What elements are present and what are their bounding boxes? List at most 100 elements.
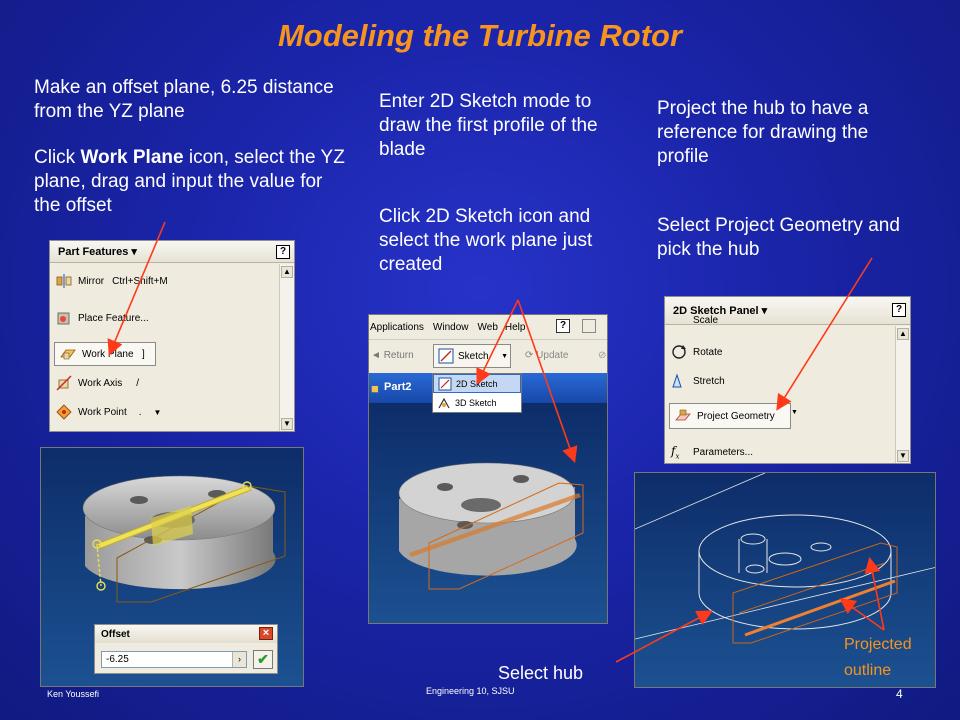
work-plane-handle[interactable]: [92, 539, 102, 549]
sketch-label: Sketch: [458, 350, 489, 362]
projected-outline-label: Projected outline: [844, 636, 912, 679]
col3-instruction-1: Project the hub to have a reference for …: [657, 98, 869, 167]
arrow-to-work-plane: [107, 221, 166, 356]
project-geometry-icon: [675, 408, 691, 424]
stretch-label: Stretch: [693, 375, 725, 387]
work-axis-shortcut: /: [136, 377, 140, 389]
work-plane-handle[interactable]: [242, 481, 252, 491]
part-features-item-place-feature[interactable]: Place Feature...: [56, 307, 149, 329]
toolbar-overflow-icon[interactable]: ⊘: [598, 350, 607, 361]
sketch-panel-item-parameters[interactable]: fx Parameters...: [671, 441, 753, 463]
sketch-icon: [438, 348, 454, 364]
arrow-to-projected-outline-2: [839, 598, 885, 631]
dropdown-item-3d-sketch[interactable]: 3D Sketch: [433, 393, 521, 412]
sketch-panel-help-button[interactable]: ?: [892, 303, 906, 317]
projected-viewport[interactable]: [634, 472, 936, 688]
parameters-label: Parameters...: [693, 446, 754, 458]
parameters-icon: fx: [671, 444, 680, 461]
part-features-help-button[interactable]: ?: [276, 245, 290, 259]
work-plane-handle[interactable]: [96, 581, 106, 591]
offset-value-input[interactable]: -6.25: [101, 651, 247, 668]
work-plane-outline: [116, 485, 286, 603]
toolbar-box-icon[interactable]: [582, 319, 596, 333]
part-features-item-work-axis[interactable]: Work Axis /: [56, 372, 139, 394]
footer-course: Engineering 10, SJSU: [426, 686, 515, 696]
2d-sketch-icon: [438, 377, 452, 390]
menu-web[interactable]: Web: [477, 321, 498, 333]
offset-dialog-titlebar: Offset ×: [95, 625, 277, 643]
scroll-up-icon[interactable]: ▲: [281, 266, 293, 278]
part-features-panel: Part Features ▾ ? ▲ ▼ Mirror Ctrl+Shift+…: [49, 240, 295, 432]
part-features-title: Part Features ▾: [58, 246, 137, 258]
menu-bar: Applications Window Web Help ?: [369, 315, 607, 339]
col2-instruction-2: Click 2D Sketch icon and select the work…: [379, 206, 593, 275]
col1-instruction-2: Click Work Plane icon, select the YZ pla…: [34, 146, 354, 218]
update-label: Update: [536, 350, 569, 361]
arrow-to-2d-sketch: [476, 299, 519, 385]
select-hub-label: Select hub: [498, 663, 584, 683]
slide-title: Modeling the Turbine Rotor: [277, 18, 683, 53]
scroll-down-icon[interactable]: ▼: [897, 450, 909, 462]
return-button[interactable]: ◄ Return: [371, 350, 414, 361]
project-geometry-label: Project Geometry: [697, 410, 775, 422]
update-button[interactable]: ⟳ Update: [525, 350, 569, 361]
arrow-to-project-geometry: [776, 257, 873, 411]
rotor-wireframe-drawing: [635, 473, 935, 644]
work-plane-drag-line: [96, 543, 102, 587]
chevron-right-icon[interactable]: ›: [232, 652, 246, 667]
close-icon[interactable]: ×: [259, 627, 273, 640]
mirror-label: Mirror: [78, 275, 105, 287]
menu-help[interactable]: Help: [504, 321, 526, 333]
work-plane-icon: [60, 346, 76, 362]
rotate-icon: [671, 344, 687, 360]
menu-applications[interactable]: Applications: [370, 321, 424, 333]
scale-label: Scale: [693, 314, 719, 326]
col3-instruction-2: Select Project Geometry and pick the hub: [657, 215, 900, 260]
sketch-button[interactable]: Sketch ▼: [433, 344, 511, 368]
col1-text2-pre: Click: [34, 147, 81, 168]
work-point-icon: [56, 404, 72, 420]
rotor-sketch-drawing: [398, 462, 584, 590]
page-number: 4: [896, 687, 903, 701]
work-point-dropdown-icon[interactable]: ▼: [153, 407, 162, 417]
stretch-icon: [671, 373, 687, 389]
sketch-panel-title: 2D Sketch Panel ▾: [673, 305, 768, 317]
part-icon: ■: [371, 381, 379, 396]
sketch-panel-item-scale[interactable]: Scale: [671, 312, 718, 328]
3d-sketch-icon: [438, 397, 450, 408]
work-plane-shortcut: ]: [142, 349, 145, 360]
work-axis-icon: [56, 375, 72, 391]
mirror-icon: [56, 273, 72, 289]
part-features-item-work-point[interactable]: Work Point . ▼: [56, 401, 161, 423]
rotor-hole: [130, 496, 148, 504]
scroll-down-icon[interactable]: ▼: [281, 418, 293, 430]
dropdown-3d-sketch-label: 3D Sketch: [455, 397, 497, 408]
ok-check-button[interactable]: ✔: [253, 650, 273, 669]
sketch-panel-item-project-geometry[interactable]: Project Geometry: [669, 403, 791, 429]
arrow-to-hub: [615, 610, 713, 663]
col2-instruction-1: Enter 2D Sketch mode to draw the first p…: [379, 91, 598, 160]
sketch-panel-header[interactable]: 2D Sketch Panel ▾ ?: [665, 297, 910, 325]
rotor-top: [82, 475, 276, 541]
arrow-to-work-plane-sketch: [517, 299, 578, 464]
sketch-panel: 2D Sketch Panel ▾ ? ▲ ▼ Scale Rotate Str…: [664, 296, 911, 464]
menu-window[interactable]: Window: [432, 321, 469, 333]
sketch-panel-item-rotate[interactable]: Rotate: [671, 341, 722, 363]
col1-text2-post: icon, select the YZ plane, drag and inpu…: [34, 147, 345, 216]
project-geometry-dropdown-icon[interactable]: ▼: [791, 409, 798, 416]
scroll-up-icon[interactable]: ▲: [897, 328, 909, 340]
part-tab-label[interactable]: Part2: [384, 381, 412, 393]
return-label: Return: [383, 350, 414, 361]
arrow-to-projected-outline-1: [864, 556, 885, 631]
work-plane-highlight: [151, 506, 193, 546]
menu-help-button[interactable]: ?: [556, 319, 570, 333]
sketch-panel-item-stretch[interactable]: Stretch: [671, 370, 725, 392]
work-axis-label: Work Axis: [78, 377, 123, 389]
sketch-dropdown-icon[interactable]: ▼: [501, 352, 508, 360]
sketch-panel-scrollbar[interactable]: ▲ ▼: [895, 326, 910, 463]
part-features-header[interactable]: Part Features ▾ ?: [50, 241, 294, 263]
footer-author: Ken Youssefi: [47, 689, 100, 699]
place-feature-label: Place Feature...: [78, 312, 149, 324]
part-features-scrollbar[interactable]: ▲ ▼: [279, 264, 294, 431]
